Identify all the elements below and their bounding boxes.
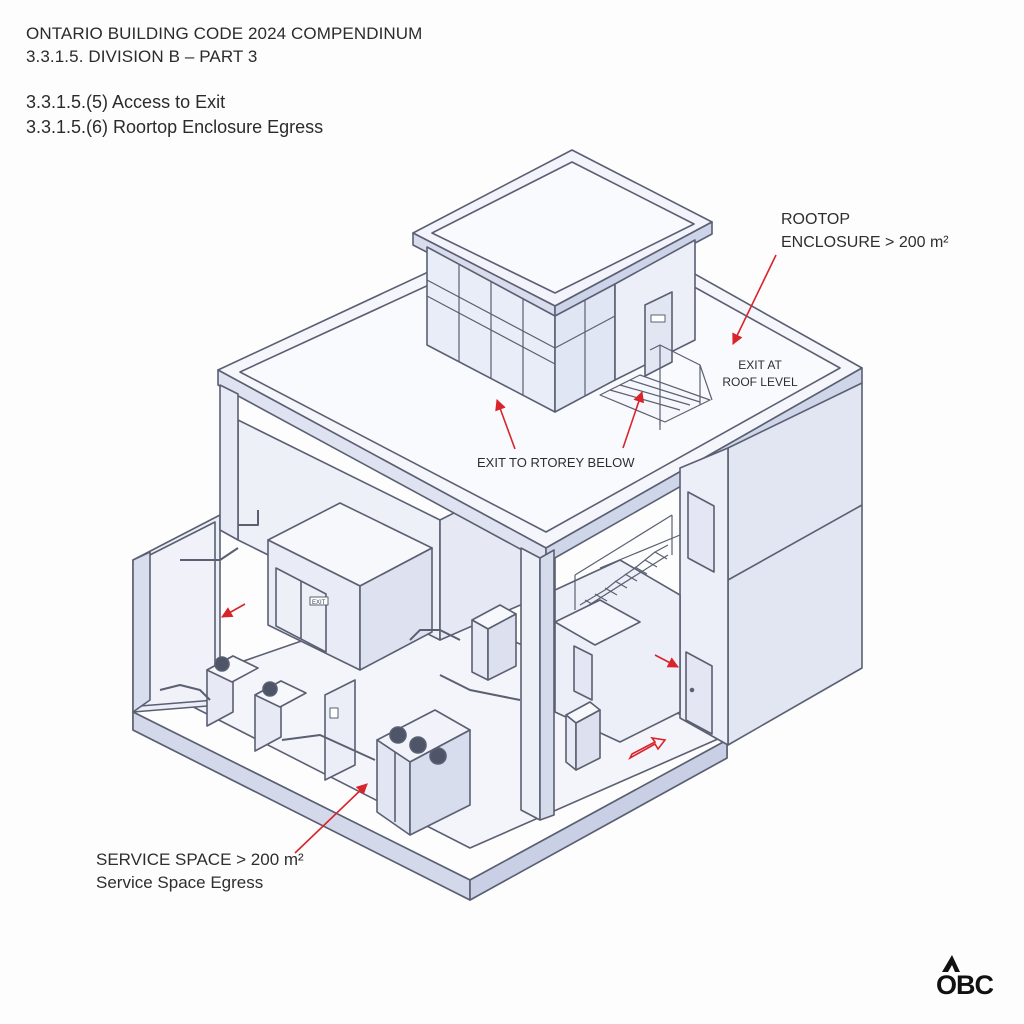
- stair-core: [554, 491, 715, 743]
- mechanical-equipment: [159, 510, 601, 836]
- logo-text: OBC: [936, 970, 994, 1000]
- service-space-label: SERVICE SPACE > 200 m² Service Space Egr…: [96, 848, 304, 894]
- rooftop-enclosure: [412, 149, 713, 430]
- obc-logo: OBC: [934, 952, 1004, 1006]
- rooftop-label-line2: ENCLOSURE > 200 m²: [781, 234, 949, 251]
- columns: [219, 384, 555, 821]
- electrical-room: [267, 502, 433, 671]
- exit-roof-line2: ROOF LEVEL: [722, 375, 798, 389]
- exit-roof-label: EXIT AT ROOF LEVEL: [720, 357, 800, 391]
- service-label-line2: Service Space Egress: [96, 873, 264, 892]
- document-subtitle: 3.3.1.5. DIVISION B – PART 3: [26, 47, 258, 66]
- logo-mark-icon: [942, 955, 960, 972]
- section-list: 3.3.1.5.(5) Access to Exit 3.3.1.5.(6) R…: [26, 90, 323, 140]
- rooftop-enclosure-label: ROOTOP ENCLOSURE > 200 m²: [781, 208, 949, 254]
- section-access-to-exit: 3.3.1.5.(5) Access to Exit: [26, 92, 226, 112]
- rooftop-label-line1: ROOTOP: [781, 211, 851, 228]
- document-title: ONTARIO BUILDING CODE 2024 COMPENDINUM: [26, 24, 423, 43]
- exit-roof-line1: EXIT AT: [738, 358, 782, 372]
- exit-below-label: EXIT TO RTOREY BELOW: [477, 455, 635, 470]
- door-sign: EXIT: [312, 600, 326, 606]
- section-rooftop-egress: 3.3.1.5.(6) Roortop Enclosure Egress: [26, 117, 324, 137]
- service-label-line1: SERVICE SPACE > 200 m²: [96, 850, 304, 869]
- base-slab: [132, 711, 728, 901]
- red-arrows: [221, 254, 777, 854]
- header: ONTARIO BUILDING CODE 2024 COMPENDINUM 3…: [26, 22, 422, 68]
